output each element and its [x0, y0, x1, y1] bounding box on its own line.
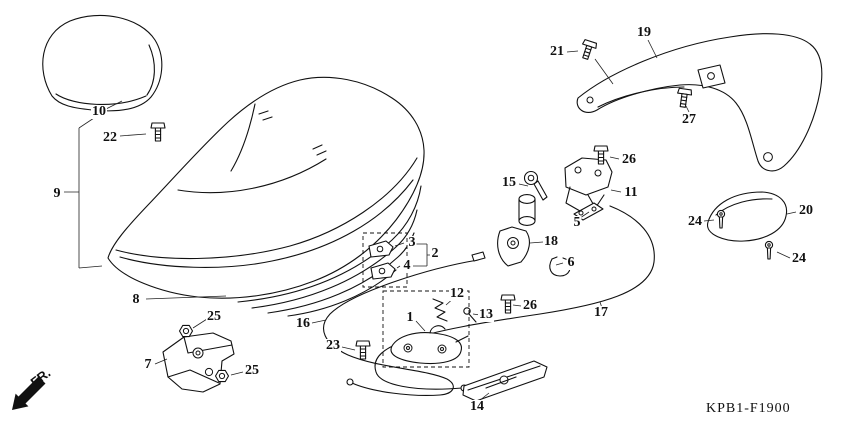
rear-grab-rail: [576, 33, 823, 172]
part-label-15: 15: [501, 175, 517, 190]
backrest-pad: [42, 14, 163, 112]
bolt-icon: [675, 87, 693, 109]
fr-arrow-icon: [12, 376, 46, 410]
small-screw: [463, 307, 477, 323]
part-label-1: 1: [405, 310, 415, 325]
bolt-icon: [150, 122, 166, 142]
part-label-25: 25: [206, 309, 222, 324]
nut-icon: [214, 369, 230, 383]
part-label-25: 25: [244, 363, 260, 378]
leader-lines: [64, 39, 797, 402]
part-label-19: 19: [636, 25, 652, 40]
part-label-9: 9: [52, 186, 62, 201]
screw-icon: [764, 240, 774, 260]
seat-body: [107, 76, 425, 317]
bolt-icon: [355, 340, 371, 360]
part-label-23: 23: [325, 338, 341, 353]
mounting-bracket: [162, 332, 235, 393]
seat-lock-assembly: [564, 157, 613, 212]
part-label-5: 5: [572, 215, 582, 230]
part-label-11: 11: [623, 185, 639, 200]
part-label-7: 7: [143, 357, 153, 372]
part-label-22: 22: [102, 130, 118, 145]
part-label-21: 21: [549, 44, 565, 59]
part-label-14: 14: [469, 399, 485, 414]
diagram-code: KPB1-F1900: [706, 401, 791, 416]
nut-icon: [178, 324, 194, 338]
seat-lock-cable-front: [323, 251, 486, 396]
part-label-24: 24: [791, 251, 807, 266]
part-label-8: 8: [131, 292, 141, 307]
part-label-13: 13: [478, 307, 494, 322]
bolt-icon: [578, 38, 598, 62]
key: [523, 170, 548, 201]
cable-guide: [497, 226, 530, 267]
part-label-26: 26: [621, 152, 637, 167]
part-label-10: 10: [91, 104, 107, 119]
spring: [432, 298, 448, 322]
part-label-26: 26: [522, 298, 538, 313]
part-label-17: 17: [593, 305, 609, 320]
catch-plate: [462, 360, 548, 402]
part-label-20: 20: [798, 203, 814, 218]
bolt-icon: [500, 294, 516, 314]
latch-assembly: [382, 290, 470, 368]
part-label-27: 27: [681, 112, 697, 127]
fr-direction-indicator: FR.: [4, 356, 78, 422]
part-label-18: 18: [543, 234, 559, 249]
side-cover-panel: [707, 191, 788, 242]
part-label-24: 24: [687, 214, 703, 229]
part-label-2: 2: [430, 246, 440, 261]
part-label-4: 4: [402, 258, 412, 273]
part-label-6: 6: [566, 255, 576, 270]
part-label-12: 12: [449, 286, 465, 301]
part-label-3: 3: [407, 235, 417, 250]
part-label-16: 16: [295, 316, 311, 331]
lock-cylinder: [518, 194, 536, 226]
